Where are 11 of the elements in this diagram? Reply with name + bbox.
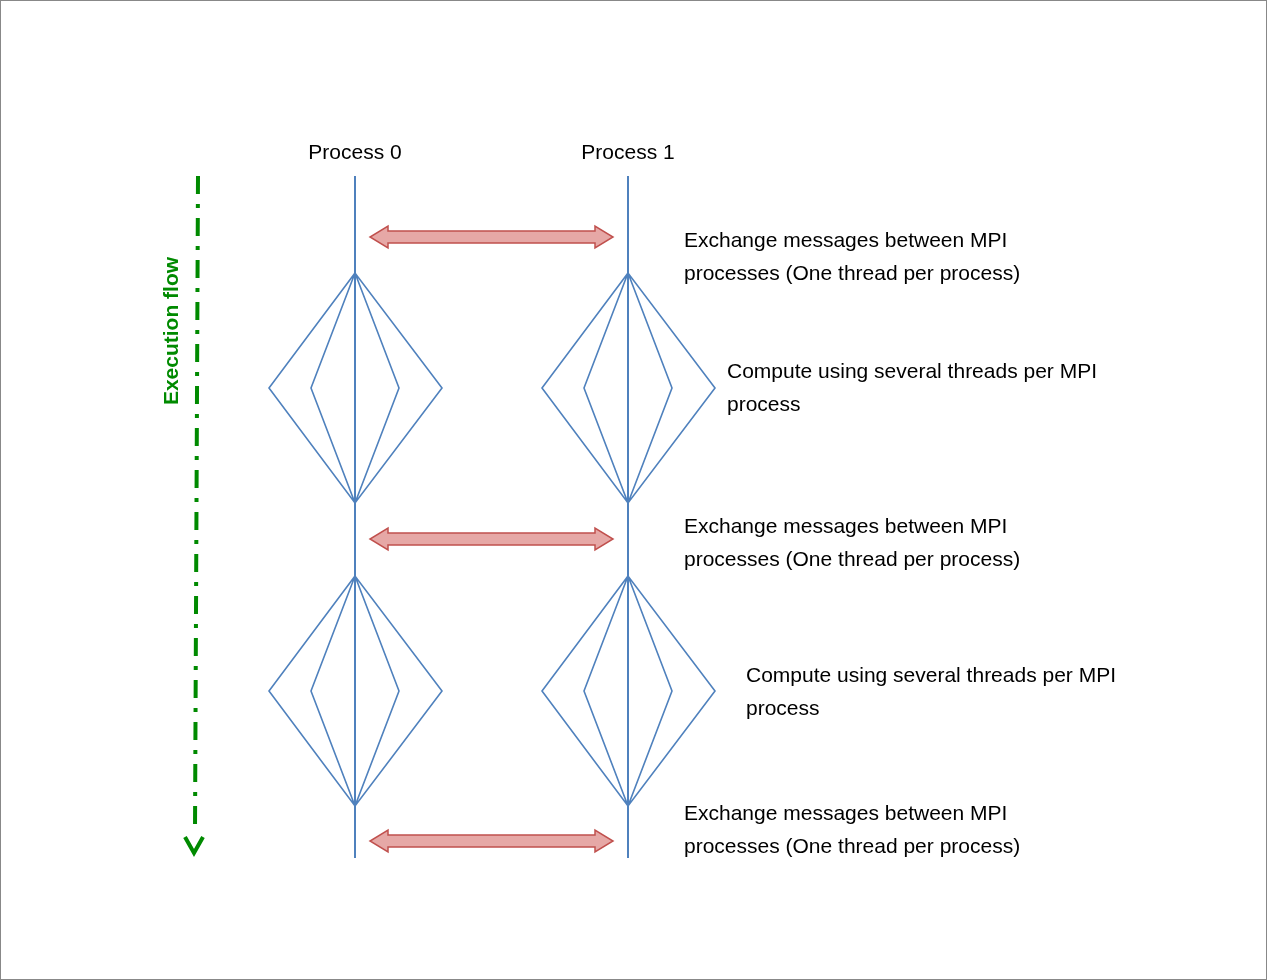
flow-label: Execution flow [159, 256, 183, 406]
step-note: Compute using several threads per MPI process [746, 662, 1117, 721]
double-arrow [368, 224, 615, 250]
process-heading: Process 1 [581, 140, 675, 164]
step-note: Exchange messages between MPI processes (One thread per process) [684, 513, 1022, 572]
process-heading: Process 0 [308, 140, 402, 164]
double-arrow [368, 526, 615, 552]
step-note: Exchange messages between MPI processes (One thread per process) [684, 227, 1022, 286]
double-arrow [368, 828, 615, 854]
step-note: Exchange messages between MPI processes (One thread per process) [684, 800, 1022, 859]
step-note: Compute using several threads per MPI process [727, 358, 1098, 417]
